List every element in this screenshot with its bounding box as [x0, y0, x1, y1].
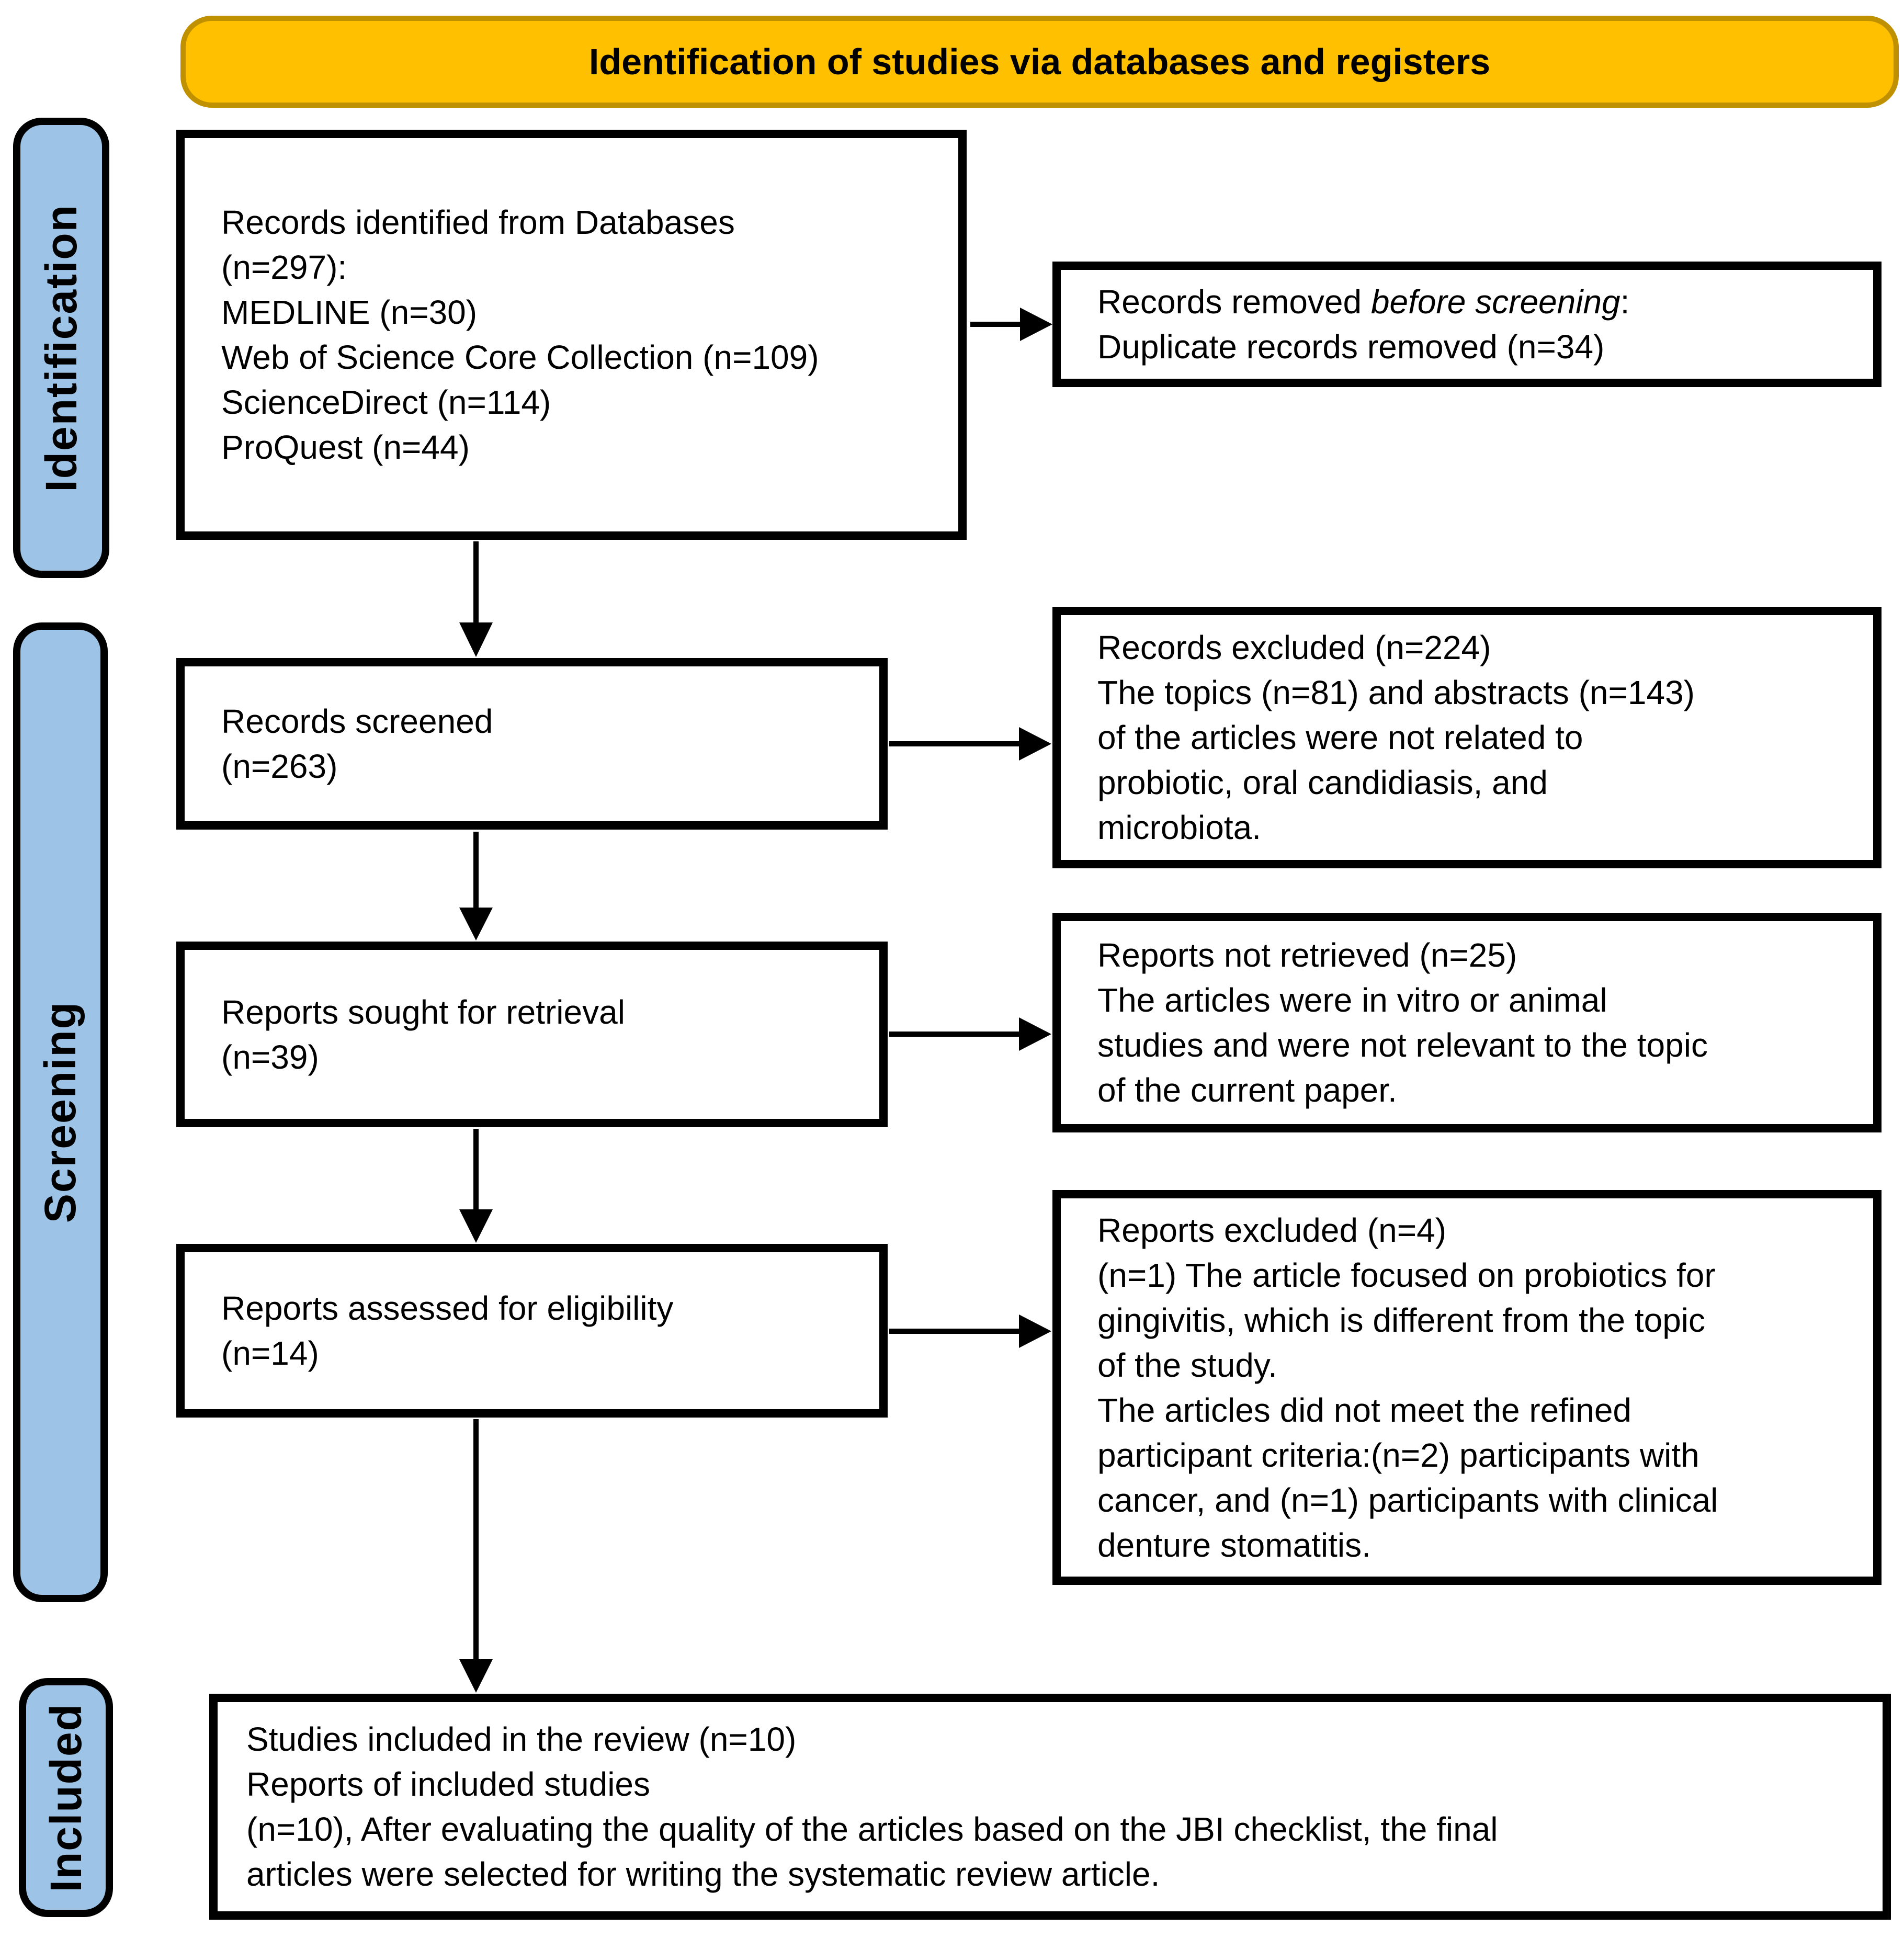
records-removed-line1-suffix: : — [1620, 283, 1630, 321]
stage-tab-screening: Screening — [13, 622, 108, 1602]
arrow-screened-to-excluded — [889, 727, 1051, 761]
box-records-excluded: Records excluded (n=224) The topics (n=8… — [1052, 607, 1882, 868]
arrow-screened-to-sought — [459, 832, 493, 940]
records-removed-line1: Records removed before screening: — [1097, 279, 1857, 324]
arrow-sought-to-not-retrieved — [889, 1017, 1051, 1051]
box-records-removed: Records removed before screening: Duplic… — [1052, 262, 1882, 387]
box-studies-included: Studies included in the review (n=10) Re… — [209, 1694, 1891, 1920]
box-records-identified: Records identified from Databases (n=297… — [176, 130, 967, 540]
arrow-identified-to-removed — [970, 308, 1052, 341]
box-reports-excluded: Reports excluded (n=4) (n=1) The article… — [1052, 1190, 1882, 1585]
stage-tab-identification: Identification — [13, 118, 109, 578]
box-reports-sought: Reports sought for retrieval (n=39) — [176, 942, 888, 1127]
arrow-identified-to-screened — [459, 541, 493, 657]
box-records-screened: Records screened (n=263) — [176, 658, 888, 830]
banner-title: Identification of studies via databases … — [180, 16, 1899, 108]
arrow-assessed-to-included — [459, 1419, 493, 1693]
stage-tab-included: Included — [19, 1678, 113, 1917]
records-removed-line1-italic: before screening — [1370, 283, 1620, 321]
box-reports-not-retrieved: Reports not retrieved (n=25) The article… — [1052, 913, 1882, 1132]
box-reports-assessed: Reports assessed for eligibility (n=14) — [176, 1244, 888, 1418]
records-removed-line1-prefix: Records removed — [1097, 283, 1371, 321]
arrow-sought-to-assessed — [459, 1129, 493, 1243]
records-removed-line2: Duplicate records removed (n=34) — [1097, 328, 1605, 366]
arrow-assessed-to-reports-excluded — [889, 1314, 1051, 1348]
